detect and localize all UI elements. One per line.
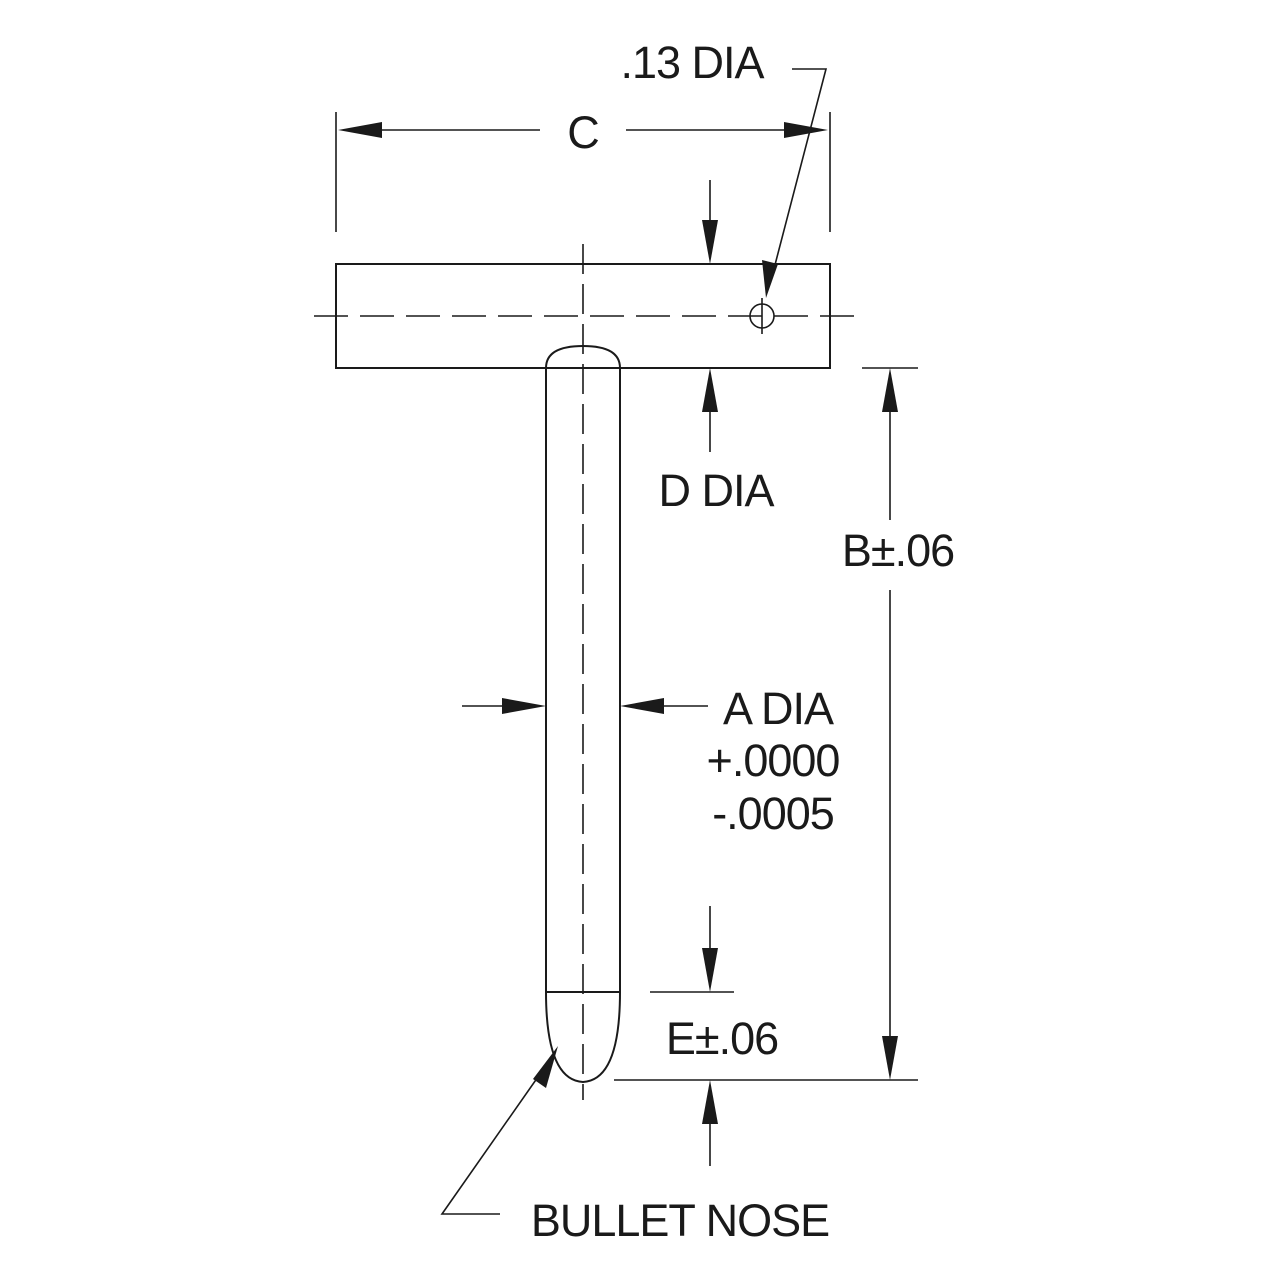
a-arrow-left bbox=[502, 698, 546, 714]
b-arrow-top bbox=[882, 368, 898, 412]
dimension-e bbox=[650, 906, 734, 1166]
dimension-e-label: E±.06 bbox=[666, 1013, 778, 1064]
dimension-a-label: A DIA bbox=[723, 683, 834, 734]
hole-leader bbox=[762, 68, 828, 298]
bullet-nose-profile bbox=[545, 991, 621, 1084]
hole-leader-arrow bbox=[762, 260, 778, 298]
c-arrow-right bbox=[784, 122, 828, 138]
b-arrow-bottom bbox=[882, 1036, 898, 1080]
dimension-d bbox=[702, 180, 718, 452]
e-arrow-top bbox=[702, 948, 718, 992]
cross-hole bbox=[749, 298, 775, 334]
d-arrow-bottom bbox=[702, 368, 718, 412]
pin-shaft bbox=[545, 244, 621, 1100]
hole-dia-label: .13 DIA bbox=[620, 37, 764, 88]
bullet-nose-arrow bbox=[533, 1046, 558, 1088]
bullet-nose-leader bbox=[440, 1046, 558, 1215]
dimension-a-tol-minus: -.0005 bbox=[712, 788, 834, 839]
bullet-nose-label: BULLET NOSE bbox=[531, 1195, 829, 1246]
c-arrow-left bbox=[338, 122, 382, 138]
dimension-c-label: C bbox=[567, 107, 599, 158]
dimension-d-label: D DIA bbox=[658, 465, 774, 516]
dimension-b-label: B±.06 bbox=[842, 525, 954, 576]
dimension-a bbox=[462, 698, 708, 714]
d-arrow-top bbox=[702, 220, 718, 264]
dimension-a-tol-plus: +.0000 bbox=[707, 735, 840, 786]
dimension-b bbox=[614, 367, 918, 1081]
handle-bar bbox=[314, 263, 860, 369]
e-arrow-bottom bbox=[702, 1080, 718, 1124]
a-arrow-right bbox=[620, 698, 664, 714]
dimension-c bbox=[335, 112, 831, 232]
